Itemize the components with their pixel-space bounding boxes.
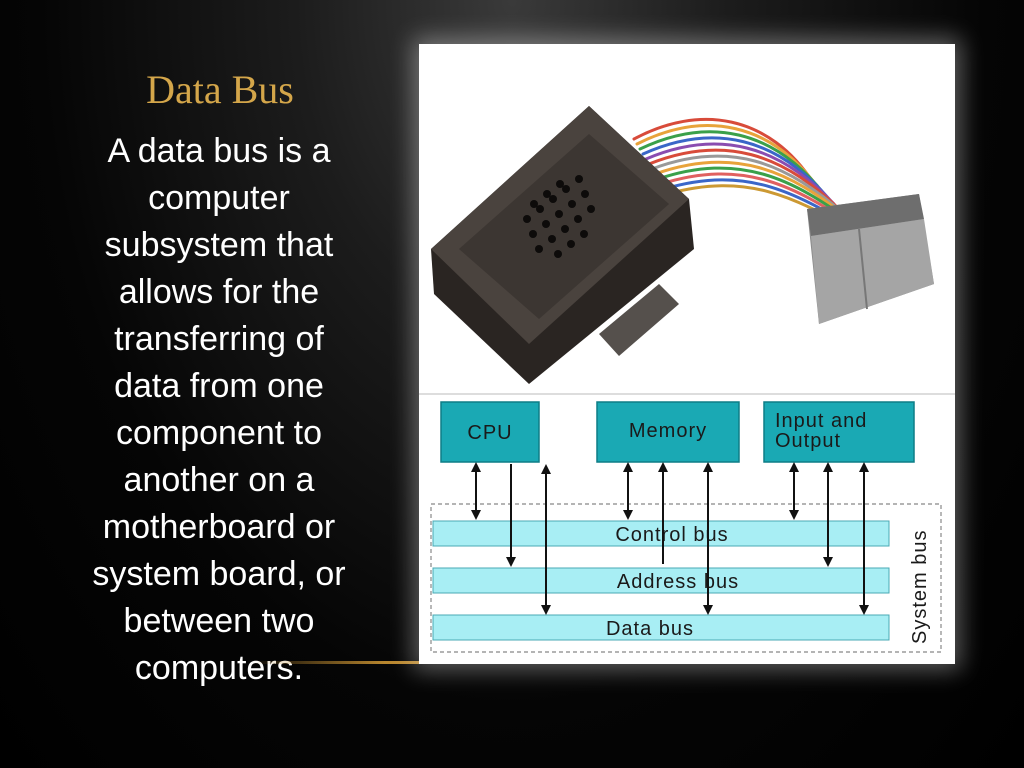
address-bus-bar xyxy=(432,567,890,594)
gold-divider xyxy=(250,661,550,664)
io-label-line1: Input and xyxy=(775,410,867,432)
control-bus-bar xyxy=(432,520,890,547)
slide-title: Data Bus xyxy=(146,67,294,112)
system-bus-label: System bus xyxy=(909,530,931,644)
data-bus-label: Data bus xyxy=(606,618,694,640)
control-bus-label: Control bus xyxy=(615,524,728,546)
data-bus-device-photo xyxy=(431,106,934,384)
address-bus-label: Address bus xyxy=(617,571,739,593)
memory-box xyxy=(596,401,740,463)
data-bus-figure: CPU Memory Input and Output Control bus … xyxy=(419,106,955,653)
system-bus-outline xyxy=(430,503,942,653)
data-bus-bar xyxy=(432,614,890,641)
cpu-box xyxy=(440,401,540,463)
slide-body-text: A data bus is a computer subsystem that … xyxy=(92,132,346,687)
picture-frame: CPU Memory Input and Output Control bus … xyxy=(419,44,955,664)
memory-label: Memory xyxy=(629,420,707,442)
cpu-label: CPU xyxy=(467,422,512,444)
io-box xyxy=(763,401,915,463)
arrow-icons xyxy=(471,462,869,615)
io-label-line2: Output xyxy=(775,430,841,452)
